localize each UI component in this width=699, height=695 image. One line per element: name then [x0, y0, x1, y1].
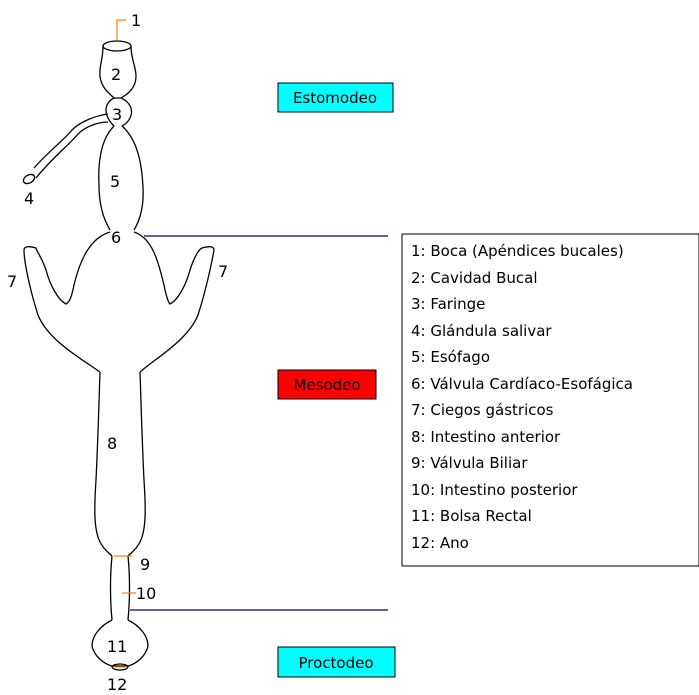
- part-label-7-right: 7: [218, 262, 228, 281]
- legend-item-8: 8: Intestino anterior: [411, 428, 561, 446]
- legend-item-11: 11: Bolsa Rectal: [411, 507, 532, 525]
- legend-item-2: 2: Cavidad Bucal: [411, 269, 537, 287]
- part-label-3: 3: [112, 105, 122, 124]
- part-label-5: 5: [110, 172, 120, 191]
- part-label-4: 4: [24, 189, 34, 208]
- part-label-11: 11: [107, 637, 127, 656]
- salivary-gland-tip: [22, 173, 36, 186]
- part-label-6: 6: [111, 228, 121, 247]
- part-label-12: 12: [107, 675, 127, 694]
- gastric-caecum-left: [24, 232, 110, 372]
- region-estomodeo-label: Estomodeo: [293, 89, 377, 107]
- part-label-10: 10: [136, 584, 156, 603]
- legend-item-12: 12: Ano: [411, 534, 469, 552]
- pointer-1: [117, 20, 126, 40]
- part-labels: 1 2 3 4 5 6 7 7 8 9 10 11 12: [7, 11, 228, 694]
- part-label-8: 8: [107, 434, 117, 453]
- part-label-1: 1: [131, 11, 141, 30]
- legend-item-1: 1: Boca (Apéndices bucales): [411, 242, 624, 260]
- legend-item-6: 6: Válvula Cardíaco-Esofágica: [411, 375, 633, 393]
- part-label-7-left: 7: [7, 272, 17, 291]
- mouth-rim: [103, 41, 131, 51]
- region-mesodeo: Mesodeo: [278, 370, 376, 399]
- legend-item-7: 7: Ciegos gástricos: [411, 401, 554, 419]
- legend-item-10: 10: Intestino posterior: [411, 481, 578, 499]
- part-label-9: 9: [140, 555, 150, 574]
- region-dividers: [130, 236, 388, 610]
- legend-item-4: 4: Glándula salivar: [411, 322, 552, 340]
- part-label-2: 2: [111, 65, 121, 84]
- region-mesodeo-label: Mesodeo: [293, 376, 360, 394]
- legend: 1: Boca (Apéndices bucales) 2: Cavidad B…: [402, 234, 699, 566]
- legend-item-9: 9: Válvula Biliar: [411, 454, 528, 472]
- posterior-intestine: [111, 556, 130, 620]
- esophagus: [99, 126, 143, 230]
- legend-item-3: 3: Faringe: [411, 295, 485, 313]
- region-estomodeo: Estomodeo: [278, 83, 393, 112]
- gastric-caecum-right: [134, 232, 214, 372]
- region-proctodeo: Proctodeo: [278, 647, 395, 677]
- gut-outline: [22, 41, 214, 670]
- region-proctodeo-label: Proctodeo: [298, 654, 373, 672]
- legend-item-5: 5: Esófago: [411, 348, 490, 366]
- salivary-gland: [34, 114, 108, 178]
- anterior-intestine: [95, 372, 145, 556]
